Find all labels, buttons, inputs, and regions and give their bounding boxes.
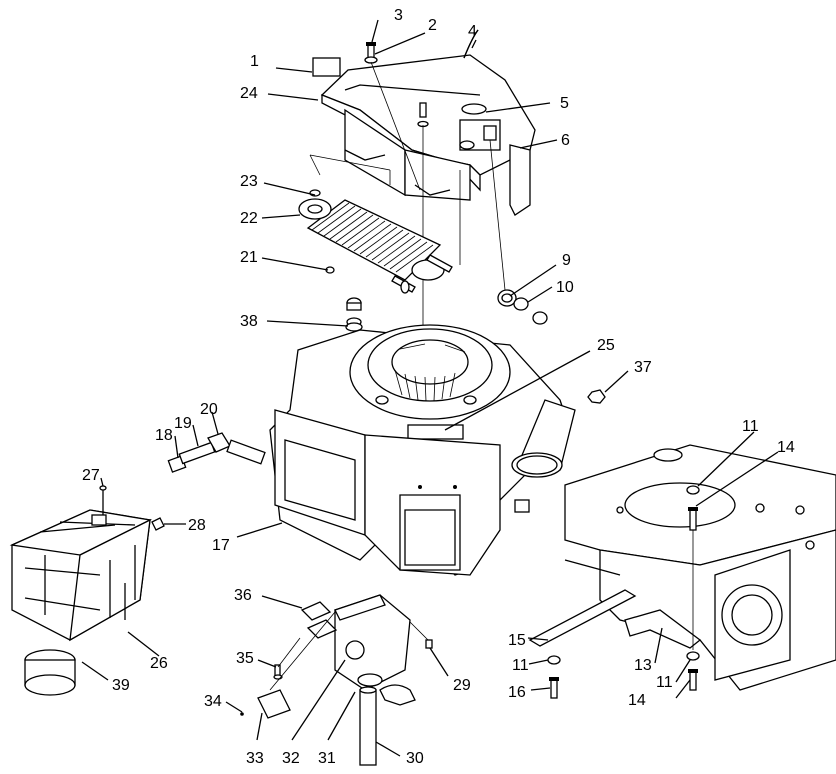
callout-37: 37: [634, 359, 652, 376]
callout-22: 22: [240, 210, 258, 227]
nut-and-washer: [345, 297, 363, 332]
callout-1: 1: [250, 53, 259, 70]
callout-27: 27: [82, 467, 100, 484]
callout-39: 39: [112, 677, 130, 694]
callout-28: 28: [188, 517, 206, 534]
alignment-lines: [309, 61, 506, 410]
callout-15: 15: [508, 632, 526, 649]
callout-labels: 1 2 3 4 5 6 9 10 11 11 11 13 14 14 15 16…: [82, 7, 795, 767]
grommet-and-fitting: [497, 289, 548, 325]
decal-label: [312, 57, 341, 77]
callout-10: 10: [556, 279, 574, 296]
callout-3: 3: [394, 7, 403, 24]
callout-33: 33: [246, 750, 264, 767]
callout-14-top: 14: [777, 439, 795, 456]
callout-9: 9: [562, 252, 571, 269]
callout-26: 26: [150, 655, 168, 672]
callout-31: 31: [318, 750, 336, 767]
callout-21: 21: [240, 249, 258, 266]
callout-25: 25: [597, 337, 615, 354]
callout-11-mid: 11: [512, 657, 529, 674]
callout-35: 35: [236, 650, 254, 667]
callout-23: 23: [240, 173, 258, 190]
callout-32: 32: [282, 750, 300, 767]
callout-11-bottom: 11: [656, 674, 673, 691]
air-cleaner-assembly: [9, 485, 165, 696]
callout-6: 6: [561, 132, 570, 149]
callout-5: 5: [560, 95, 569, 112]
bolts-and-washers: [547, 485, 700, 699]
callout-18: 18: [155, 427, 173, 444]
callout-34: 34: [204, 693, 222, 710]
callout-11-top: 11: [742, 418, 759, 435]
bolt-37: [587, 389, 606, 404]
oil-fittings: [167, 432, 266, 473]
callout-2: 2: [428, 17, 437, 34]
callout-20: 20: [200, 401, 218, 418]
callout-14-bottom: 14: [628, 692, 646, 709]
callout-19: 19: [174, 415, 192, 432]
callout-16: 16: [508, 684, 526, 701]
callout-29: 29: [453, 677, 471, 694]
engine-block: [269, 324, 576, 576]
engine-shroud-cover: [312, 29, 536, 216]
callout-38: 38: [240, 313, 258, 330]
callout-13: 13: [634, 657, 652, 674]
callout-30: 30: [406, 750, 424, 767]
mower-frame: [528, 444, 836, 691]
callout-17: 17: [212, 537, 230, 554]
callout-4: 4: [468, 23, 477, 40]
oil-cooler: [298, 189, 453, 294]
callout-36: 36: [234, 587, 252, 604]
callout-24: 24: [240, 85, 258, 102]
leader-lines: [81, 19, 779, 757]
muffler-exhaust: [240, 594, 433, 766]
